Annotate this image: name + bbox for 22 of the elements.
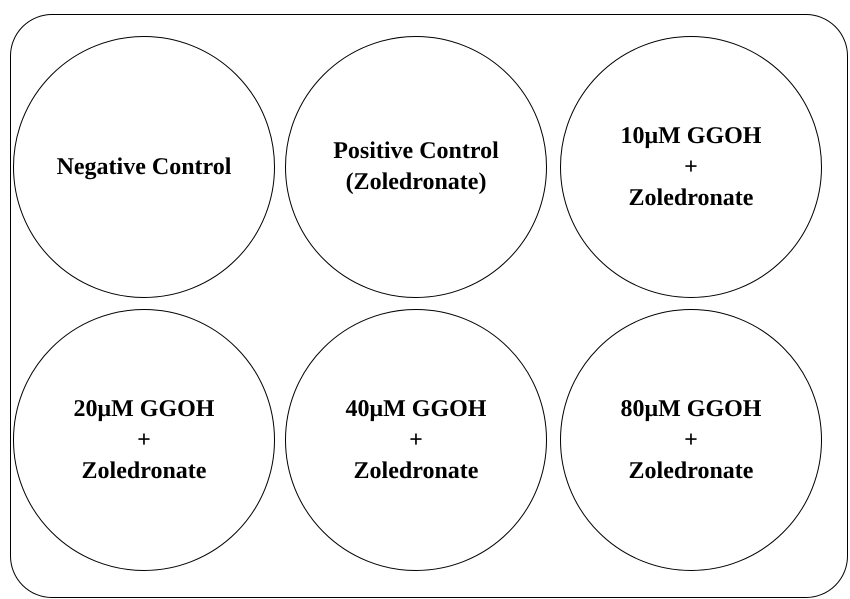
well-label: (Zoledronate) bbox=[346, 168, 486, 197]
well-circle bbox=[560, 309, 822, 571]
well-label: + bbox=[137, 426, 151, 454]
well-label: 20μM GGOH bbox=[74, 394, 214, 424]
well-label: Zoledronate bbox=[628, 456, 754, 486]
well-label: Positive Control bbox=[333, 137, 499, 166]
well-circle bbox=[13, 309, 275, 571]
plate-outline bbox=[10, 14, 848, 598]
well-label: Zoledronate bbox=[628, 184, 754, 212]
well-label: Negative Control bbox=[56, 152, 232, 182]
well-label: + bbox=[684, 152, 698, 182]
well-circle bbox=[285, 309, 547, 571]
well-circle bbox=[285, 36, 547, 298]
well-label: 80μM GGOH bbox=[620, 394, 762, 424]
well-circle bbox=[560, 36, 822, 298]
well-label: + bbox=[409, 426, 423, 454]
well-label: + bbox=[684, 426, 698, 454]
well-circle bbox=[13, 36, 275, 298]
well-label: 40μM GGOH bbox=[346, 394, 486, 424]
well-label: Zoledronate bbox=[354, 456, 478, 486]
well-label: 10μM GGOH bbox=[620, 122, 762, 150]
well-label: Zoledronate bbox=[82, 456, 206, 486]
